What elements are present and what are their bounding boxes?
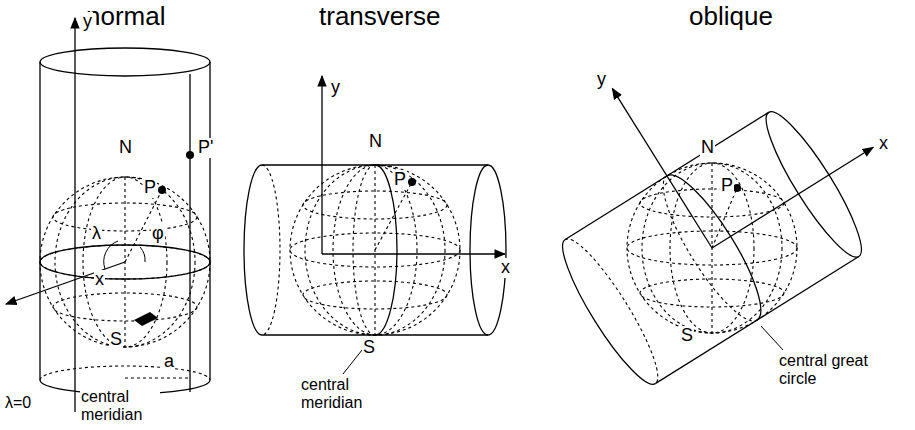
axis-label: y: [330, 78, 341, 98]
axis-label: x: [94, 270, 105, 290]
pole-label: S: [109, 330, 123, 350]
oblique-cylinder: [495, 0, 915, 393]
point-label: P: [393, 170, 407, 190]
pole-label: S: [362, 338, 376, 358]
angle-label: λ: [91, 224, 102, 244]
axis-label: x: [878, 134, 889, 154]
axis-label: y: [82, 12, 93, 32]
leader-caption: central meridian: [80, 388, 160, 423]
leader-caption: central meridian: [300, 376, 380, 411]
point-label: P': [197, 138, 214, 158]
projection-title: oblique: [688, 2, 774, 31]
pole-label: S: [680, 326, 694, 346]
point-label: P: [720, 176, 734, 196]
normal-cylinder: [6, 18, 210, 412]
pole-label: N: [700, 138, 715, 158]
pole-label: N: [118, 138, 133, 158]
transverse-cylinder: [244, 76, 506, 374]
projection-title: normal: [85, 2, 166, 31]
radius-label: a: [163, 352, 175, 372]
angle-label: φ: [151, 224, 165, 244]
axis-label: y: [596, 70, 607, 90]
axis-label: x: [500, 258, 511, 278]
pole-label: N: [368, 132, 383, 152]
projection-title: transverse: [318, 2, 441, 31]
meridian-label: λ=0: [4, 394, 32, 412]
point-label: P: [143, 178, 157, 198]
leader-caption: central great circle: [778, 352, 880, 387]
